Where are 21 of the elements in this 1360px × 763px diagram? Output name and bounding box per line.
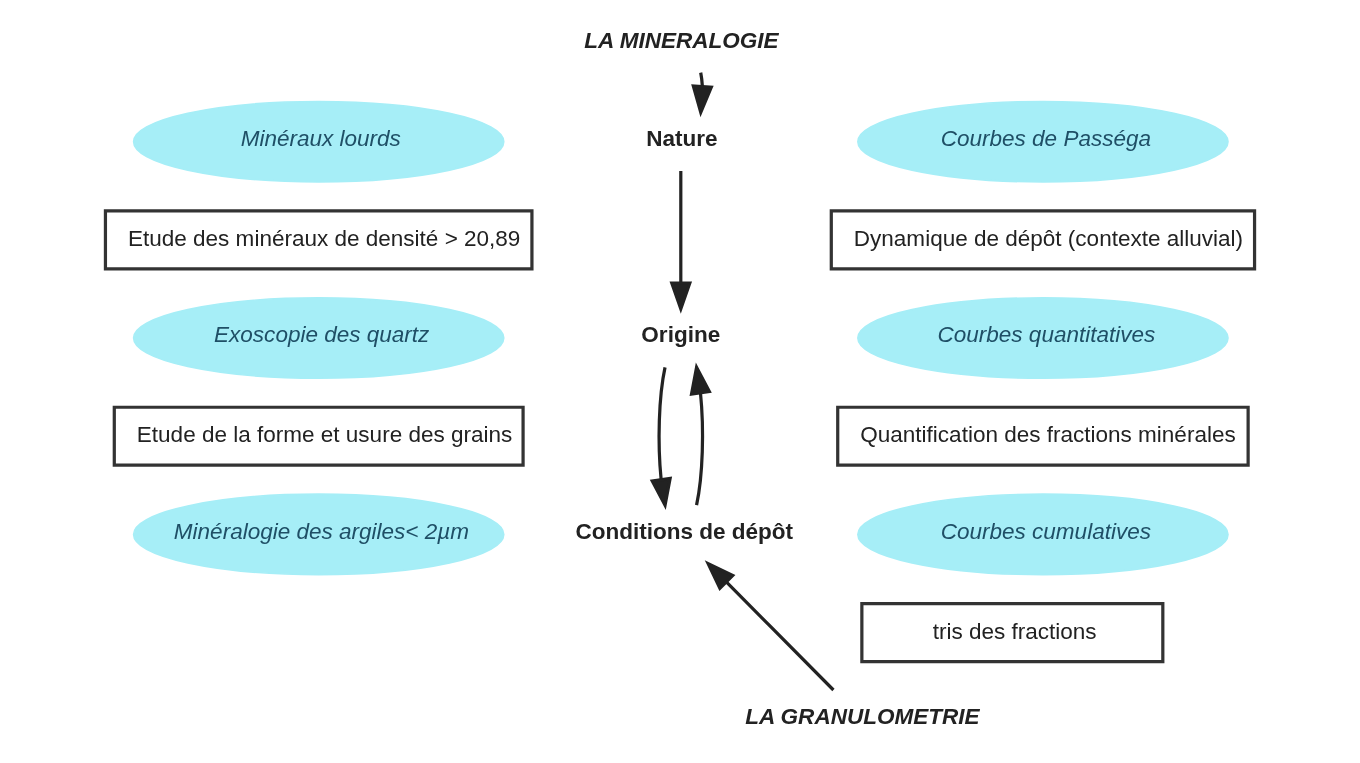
node-box: Dynamique de dépôt (contexte alluvial) [829, 209, 1257, 271]
arrow [691, 72, 714, 118]
node-ellipse: Courbes cumulatives [857, 493, 1229, 576]
node-text: LA GRANULOMETRIE [745, 703, 980, 729]
arrow [649, 367, 673, 510]
node-ellipse: Exoscopie des quartz [132, 297, 505, 380]
node-text: Origine [641, 322, 721, 348]
node-box: Etude des minéraux de densité > 20,89 [103, 209, 534, 271]
node-ellipse: Courbes de Passéga [857, 100, 1229, 183]
node-box: tris des fractions [860, 602, 1165, 664]
node-box: Etude de la forme et usure des grains [112, 405, 525, 467]
arrow [704, 560, 835, 692]
node-ellipse: Minéralogie des argiles< 2µm [132, 493, 505, 576]
arrow [689, 362, 712, 506]
node-ellipse: Minéraux lourds [132, 100, 505, 183]
node-ellipse: Courbes quantitatives [857, 297, 1229, 380]
node-text: LA MINERALOGIE [584, 27, 779, 53]
arrow [669, 170, 693, 314]
node-text: Conditions de dépôt [575, 518, 794, 544]
node-text: Nature [646, 126, 718, 152]
node-box: Quantification des fractions minérales [836, 405, 1250, 467]
